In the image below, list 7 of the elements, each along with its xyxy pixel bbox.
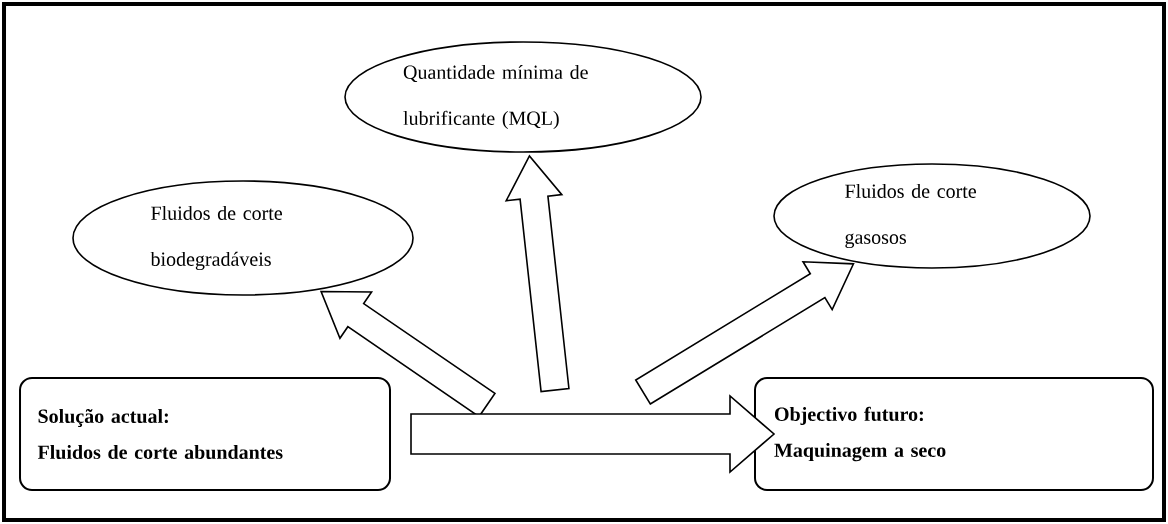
ellipse-node: Fluidos de corte gasosos <box>773 163 1091 269</box>
rounded-box: Objectivo futuro: Maquinagem a seco <box>754 377 1154 491</box>
rounded-box: Solução actual: Fluidos de corte abundantes <box>19 377 391 491</box>
block-arrow <box>504 154 570 393</box>
ellipse-node: Quantidade mínima de lubrificante (MQL) <box>344 41 702 153</box>
ellipse-node: Fluidos de corte biodegradáveis <box>72 180 414 296</box>
block-arrow <box>410 394 776 474</box>
